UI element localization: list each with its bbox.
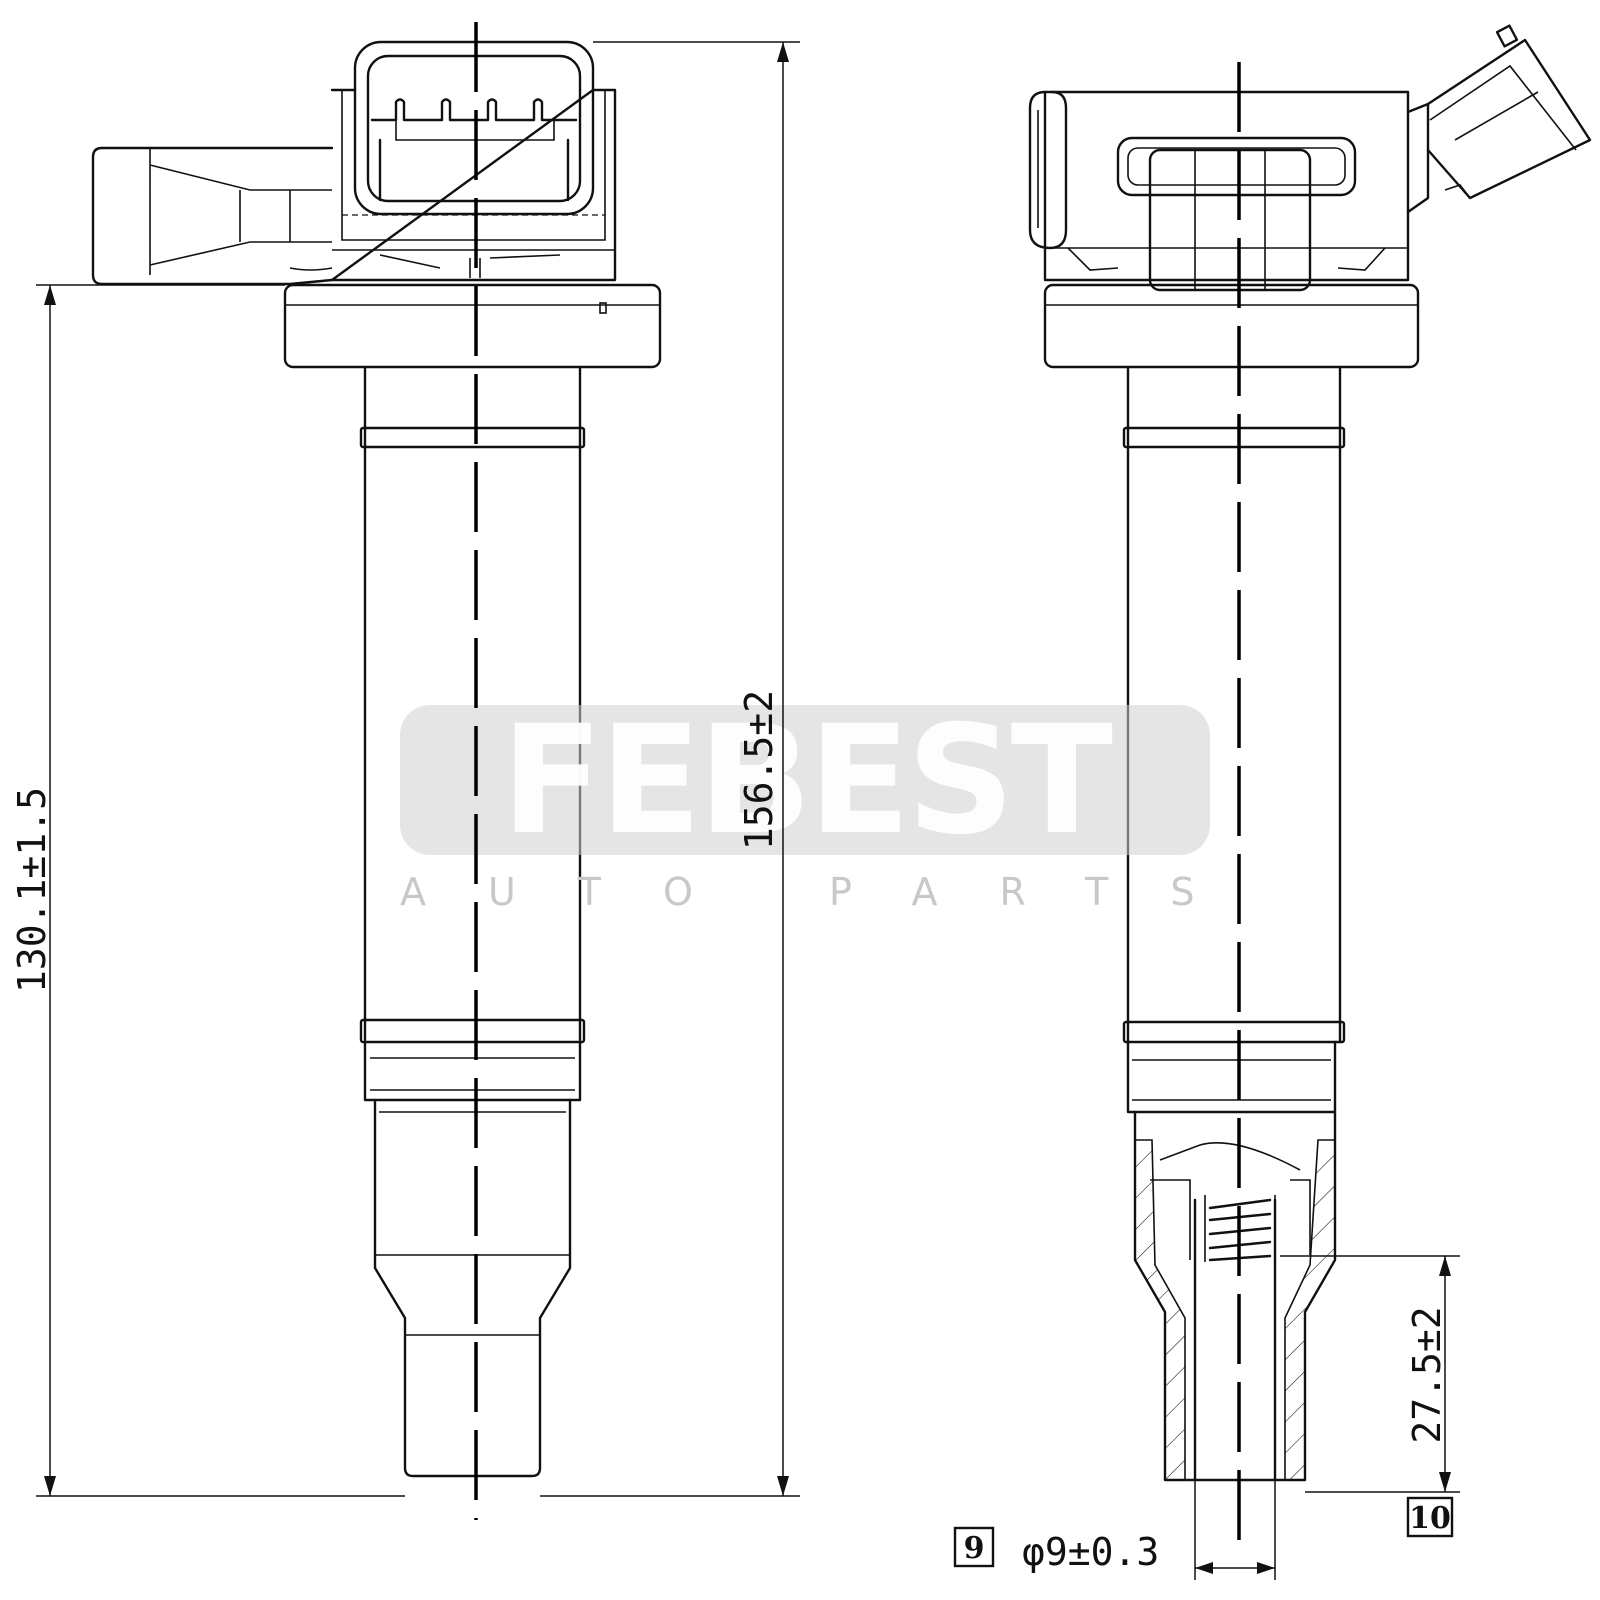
left-view <box>91 40 662 1478</box>
dim-overall-length: 156.5±2 <box>540 41 800 1497</box>
callout-10: 10 <box>1406 1496 1454 1538</box>
side-head <box>1043 90 1410 282</box>
side-clip <box>1028 90 1068 250</box>
body-length-label: 130.1±1.5 <box>10 787 54 993</box>
side-window-outer <box>1116 136 1357 197</box>
dim-spring-depth: 27.5±2 <box>1280 1255 1460 1493</box>
flange <box>283 283 662 369</box>
spring-depth-label: 27.5±2 <box>1405 1306 1449 1443</box>
watermark: FEBEST AUTO PARTS <box>400 694 1256 914</box>
center-block <box>1148 148 1312 292</box>
dim-body-length: 130.1±1.5 <box>10 284 405 1497</box>
connector-cavity <box>370 98 578 122</box>
callout-9-label: 9 <box>964 1531 985 1566</box>
angled-connector <box>1406 24 1592 214</box>
side-tube <box>1126 365 1342 1044</box>
head-body <box>330 88 617 282</box>
watermark-brand: FEBEST <box>501 694 1113 868</box>
callout-9: 9 <box>953 1526 995 1568</box>
tip-diameter-label: φ9±0.3 <box>1022 1530 1159 1574</box>
boot <box>373 1098 572 1478</box>
mount-bracket <box>91 146 334 286</box>
right-view <box>1028 24 1592 1482</box>
side-flange <box>1043 283 1420 369</box>
coil-tube <box>363 365 582 1042</box>
watermark-tagline: AUTO PARTS <box>400 870 1256 914</box>
callout-10-label: 10 <box>1409 1501 1451 1536</box>
overall-length-label: 156.5±2 <box>737 690 781 850</box>
connector-outer <box>353 40 595 216</box>
watermark-box <box>400 705 1210 855</box>
connector-inner <box>366 54 582 203</box>
dim-tip-diameter: φ9±0.3 <box>1022 1480 1276 1580</box>
